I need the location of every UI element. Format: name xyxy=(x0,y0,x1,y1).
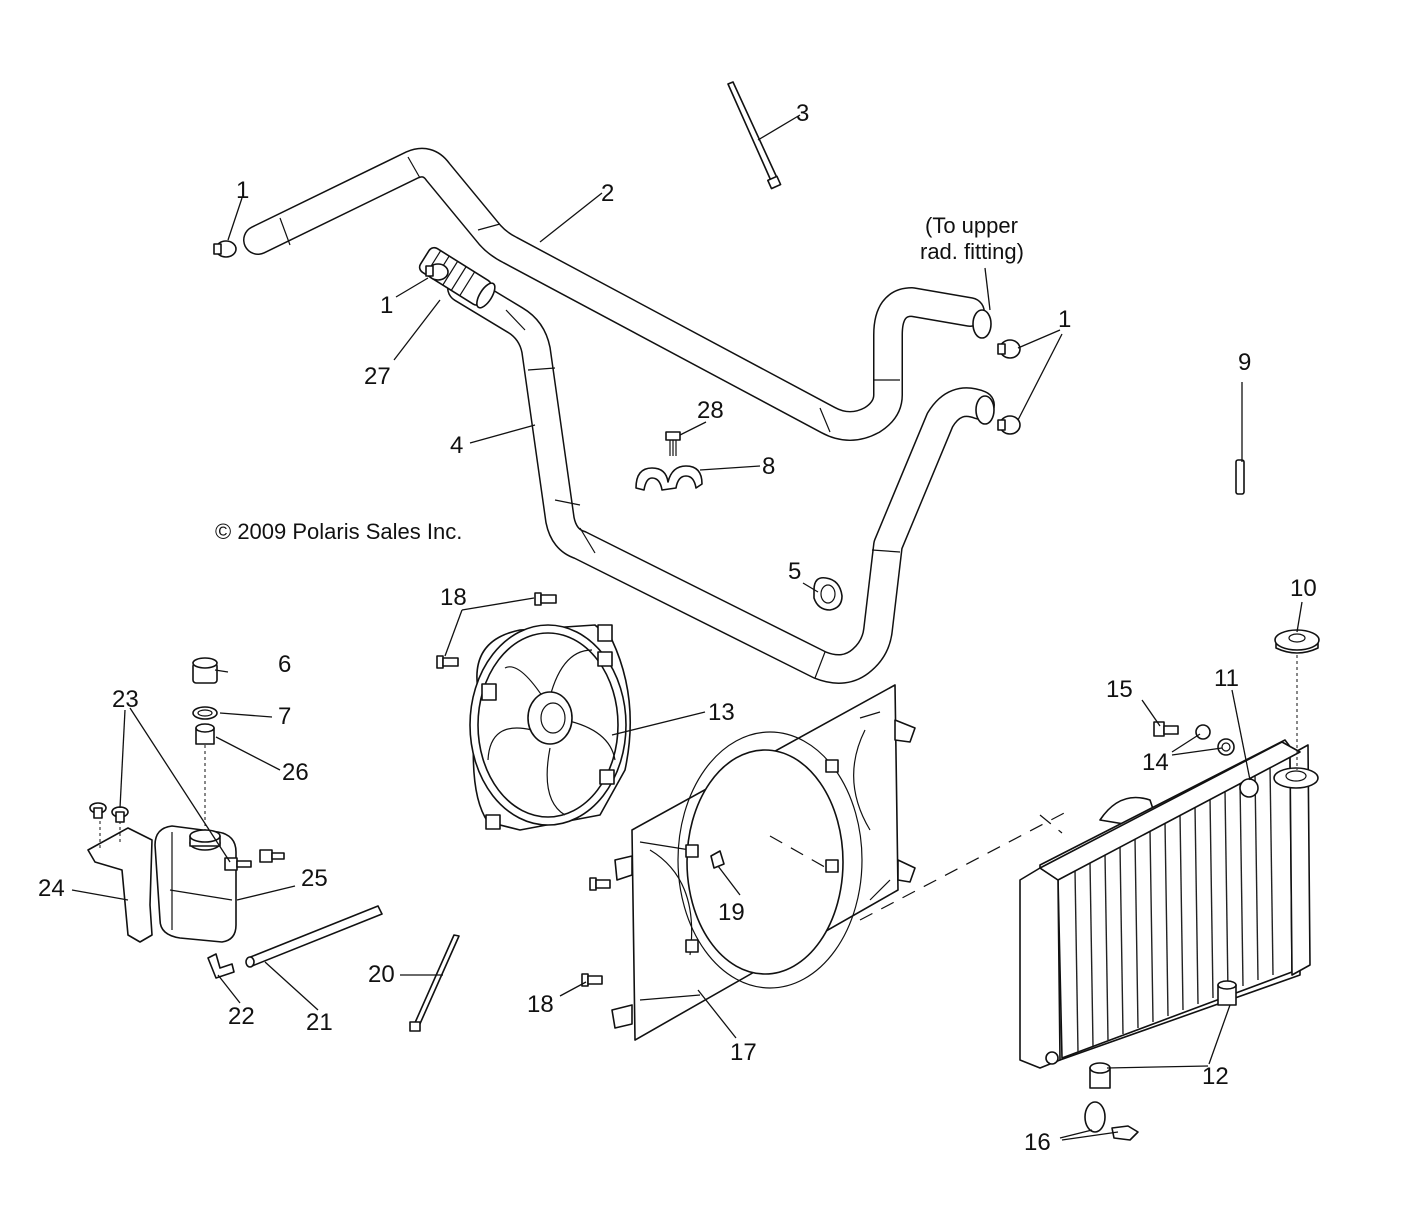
bolt-28 xyxy=(665,431,681,456)
nut-14b xyxy=(1217,738,1235,756)
callout-28: 28 xyxy=(697,397,724,424)
reservoir-cap-6 xyxy=(192,657,218,684)
callout-27: 27 xyxy=(364,363,391,390)
clip-19 xyxy=(710,850,725,869)
alignment-line-1 xyxy=(769,835,831,871)
callout-20: 20 xyxy=(368,961,395,988)
coolant-reservoir xyxy=(154,825,237,943)
overflow-hose xyxy=(245,905,383,968)
callout-10: 10 xyxy=(1290,575,1317,602)
callout-1c: 1 xyxy=(1058,306,1071,333)
callout-7: 7 xyxy=(278,703,291,730)
callout-25: 25 xyxy=(301,865,328,892)
grommet-5 xyxy=(813,576,843,611)
insert-26 xyxy=(195,723,215,745)
note-to-upper-line1: (To upper xyxy=(925,213,1018,238)
callout-24: 24 xyxy=(38,875,65,902)
hose-sleeve xyxy=(418,246,496,309)
hose-clamp-1 xyxy=(213,240,237,258)
seal-7 xyxy=(192,706,218,720)
bolt-15 xyxy=(1153,721,1179,737)
callout-18a: 18 xyxy=(440,584,467,611)
radiator-cap xyxy=(1274,629,1320,654)
callout-16: 16 xyxy=(1024,1129,1051,1156)
leader-lines xyxy=(71,114,1303,1141)
hose-clip-8 xyxy=(635,465,703,491)
pin-9 xyxy=(1235,459,1245,495)
screw-23a xyxy=(89,802,107,819)
callout-11: 11 xyxy=(1214,665,1239,692)
hose-clamp-2 xyxy=(425,263,449,281)
screw-23c xyxy=(224,857,252,871)
copyright-notice: © 2009 Polaris Sales Inc. xyxy=(215,519,462,544)
bolt-18-lower-b xyxy=(581,973,603,987)
nut-14a xyxy=(1195,724,1211,740)
callout-21: 21 xyxy=(306,1009,333,1036)
cable-tie-3 xyxy=(727,81,782,190)
callout-8: 8 xyxy=(762,453,775,480)
callout-12: 12 xyxy=(1202,1063,1229,1090)
upper-coolant-hose xyxy=(243,147,992,441)
callout-1b: 1 xyxy=(380,292,393,319)
grommet-12a xyxy=(1217,980,1237,1006)
callout-4: 4 xyxy=(450,432,463,459)
callout-22: 22 xyxy=(228,1003,255,1030)
callout-23: 23 xyxy=(112,686,139,713)
callout-labels: 1 1 1 2 3 4 5 6 7 8 9 10 11 12 13 14 15 … xyxy=(38,100,1317,1156)
bolt-18-lower-a xyxy=(589,877,611,891)
grommet-12b xyxy=(1089,1062,1111,1089)
temp-sensor-16 xyxy=(1084,1101,1139,1141)
callout-14: 14 xyxy=(1142,749,1169,776)
callout-5: 5 xyxy=(788,558,801,585)
callout-1a: 1 xyxy=(236,177,249,204)
bolt-18-upper-b xyxy=(436,655,459,669)
cable-tie-20 xyxy=(409,934,460,1032)
callout-17: 17 xyxy=(730,1039,757,1066)
screw-23b xyxy=(111,806,129,823)
hose-clamp-3 xyxy=(997,339,1021,359)
callout-19: 19 xyxy=(718,899,745,926)
callout-3: 3 xyxy=(796,100,809,127)
callout-2: 2 xyxy=(601,180,614,207)
callout-6: 6 xyxy=(278,651,291,678)
note-to-upper-line2: rad. fitting) xyxy=(920,239,1024,264)
lower-coolant-hose xyxy=(447,273,995,684)
callout-9: 9 xyxy=(1238,349,1251,376)
callout-26: 26 xyxy=(282,759,309,786)
radiator-neck xyxy=(1273,767,1319,789)
bolt-18-upper-a xyxy=(534,592,557,606)
fitting-22 xyxy=(207,953,235,979)
alignment-line-3 xyxy=(1039,814,1063,834)
fan-shroud xyxy=(611,684,916,1041)
hose-clamp-4 xyxy=(997,415,1021,435)
callout-13: 13 xyxy=(708,699,735,726)
alignment-line-2 xyxy=(859,809,1071,921)
screw-23d xyxy=(259,849,285,863)
reservoir-bracket xyxy=(87,815,153,943)
callout-15: 15 xyxy=(1106,676,1133,703)
callout-18b: 18 xyxy=(527,991,554,1018)
radiator xyxy=(1019,739,1311,1069)
cooling-fan xyxy=(469,624,632,831)
